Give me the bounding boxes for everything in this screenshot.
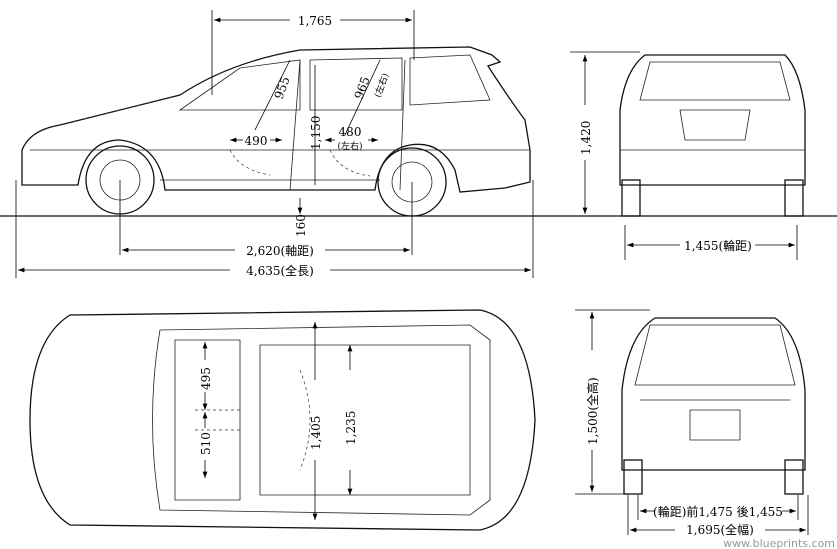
dim-front-height: 1,500(全高): [585, 377, 600, 445]
front-view-car: 1,500(全高) (輪距)前1,475 後1,455 1,695(全幅) ww…: [575, 309, 835, 549]
dim-rear-height: 1,420: [579, 121, 593, 155]
dim-overall-length: 4,635(全長): [246, 263, 314, 278]
top-view-car: [29, 309, 536, 531]
dim-wheelbase: 2,620(軸距): [246, 244, 314, 258]
dim-490: 490: [245, 134, 268, 148]
rear-view-car: 1,455(輪距) 1,420: [570, 51, 806, 260]
watermark: www.blueprints.com: [723, 537, 835, 549]
dim-495: 495: [199, 367, 213, 390]
side-view-car: [21, 46, 531, 217]
dim-overall-width: 1,695(全幅): [686, 522, 754, 537]
side-dimensions: 1,765 955 965 (左右) 490 1,150 480 (左右) 16…: [15, 10, 534, 278]
dim-965-note: (左右): [372, 71, 392, 99]
dim-955: 955: [272, 75, 293, 101]
dim-1150: 1,150: [309, 116, 323, 150]
dim-965: 965: [352, 75, 373, 101]
dim-480-note: (左右): [337, 140, 362, 152]
dim-1235: 1,235: [344, 411, 358, 445]
dim-1765: 1,765: [298, 14, 332, 28]
dim-front-tracks: (輪距)前1,475 後1,455: [653, 504, 783, 519]
dim-rear-track: 1,455(輪距): [684, 238, 752, 253]
top-dimensions: 495 510 1,405 1,235: [199, 322, 358, 520]
dim-160: 160: [294, 214, 308, 237]
dim-480: 480: [339, 125, 362, 139]
dim-1405: 1,405: [309, 416, 323, 450]
dim-510: 510: [199, 432, 213, 455]
